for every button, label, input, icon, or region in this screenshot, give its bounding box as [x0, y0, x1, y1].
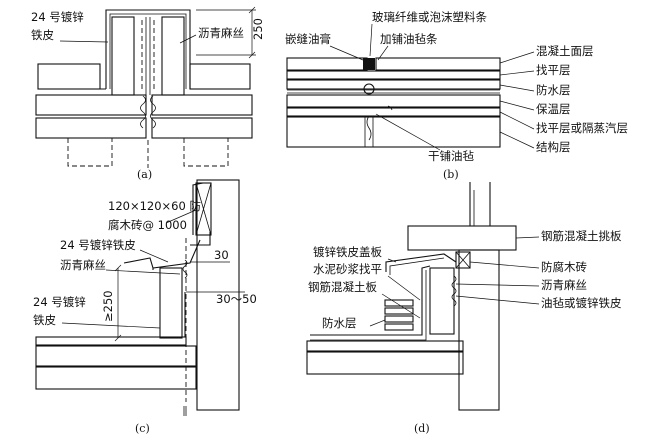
label-felt-galv-d: 油毡或镀锌铁皮: [541, 296, 622, 310]
galv-cover-d: [385, 253, 457, 272]
wood-brick-c: [195, 182, 212, 236]
felt-c: [35, 336, 187, 346]
sealant-block-b: [363, 58, 375, 70]
caption-d: (d): [414, 422, 430, 435]
slab-right-a: [189, 63, 251, 90]
upstand-right-a: [161, 16, 185, 96]
leveling-b: [286, 70, 501, 80]
label-jute-a: 沥青麻丝: [198, 26, 244, 40]
label-waterproof-d: 防水层: [322, 316, 357, 330]
insulation-c: [35, 345, 197, 367]
label-galv-c2-1: 24 号镀锌: [33, 295, 86, 309]
wall-d: [458, 249, 500, 411]
caption-a: (a): [137, 168, 152, 181]
label-concrete-surface-b: 混凝土面层: [536, 44, 594, 58]
leader-jute-a: [179, 34, 197, 44]
label-galv-a-1: 24 号镀锌: [31, 10, 84, 24]
dim-30-c: 30: [214, 248, 229, 262]
panel-d: 镀锌铁皮盖板 水泥砂浆找平 钢筋混凝土板 防水层 钢筋混凝土挑板 防腐木砖 沥青…: [306, 182, 622, 435]
dim-250-c: ≥250: [101, 290, 115, 322]
insulation-right-a: [151, 94, 253, 116]
mortar-d: [306, 340, 464, 352]
insulation-b: [286, 94, 501, 108]
panel-c: 30 30～50 ≥250 120×120×60 防 腐木砖@ 1000 24 …: [33, 179, 257, 435]
wall-c: [196, 179, 240, 411]
label-galv-c: 24 号镀锌铁皮: [60, 238, 136, 252]
label-cantilever-d: 钢筋混凝土挑板: [541, 229, 622, 243]
waterproof-b: [286, 79, 501, 90]
structure-right-a: [151, 117, 253, 139]
concrete-surface-left-b: [286, 57, 368, 71]
label-sealant-b: 嵌缝油膏: [285, 32, 331, 46]
label-wood-brick-d: 防腐木砖: [541, 260, 587, 274]
slab-c: [35, 366, 197, 390]
waterproof-membrane-d: [310, 265, 431, 336]
slab-left-a: [37, 63, 101, 90]
wood-brick-d: [455, 251, 471, 269]
cantilever-d: [407, 225, 517, 251]
insulation-d: [306, 351, 464, 375]
label-slab-d: 钢筋混凝土板: [308, 280, 377, 294]
label-cover-d: 镀锌铁皮盖板: [313, 245, 382, 259]
label-leveling-b: 找平层: [536, 63, 571, 77]
panel-b: 玻璃纤维或泡沫塑料条 嵌缝油膏 加铺油毡条 混凝土面层 找平层 防水层 保温层 …: [285, 10, 628, 181]
label-structure-b: 结构层: [536, 140, 571, 154]
label-dry-felt-b: 干铺油毡: [428, 149, 474, 163]
insulation-left-a: [35, 94, 147, 116]
joint-rod-b: [363, 83, 375, 95]
leveling-vapor-b: [286, 107, 501, 117]
label-leveling-vapor-b: 找平层或隔蒸汽层: [536, 121, 628, 135]
caption-c: (c): [135, 422, 150, 435]
panel-a: 250 24 号镀锌 铁皮 沥青麻丝 (a): [31, 6, 265, 181]
label-galv-a-2: 铁皮: [31, 28, 54, 42]
label-mortar-d: 水泥砂浆找平: [313, 262, 382, 276]
label-fiber-b: 玻璃纤维或泡沫塑料条: [372, 10, 487, 24]
label-jute-d: 沥青麻丝: [541, 278, 587, 292]
label-brick-c-2: 腐木砖@ 1000: [108, 218, 187, 232]
leader-galv-a: [59, 40, 109, 43]
structure-b: [286, 116, 501, 148]
upstand-c: [159, 267, 183, 339]
label-felt-strip-b: 加铺油毡条: [380, 32, 438, 46]
concrete-surface-right-b: [375, 57, 501, 71]
caption-b: (b): [443, 168, 459, 181]
structure-left-a: [35, 117, 147, 139]
label-jute-c: 沥青麻丝: [60, 258, 106, 272]
dim-250-a: 250: [251, 18, 265, 40]
label-galv-c2-2: 铁皮: [33, 313, 56, 327]
label-waterproof-b: 防水层: [536, 83, 571, 97]
dim-30-50-c: 30～50: [216, 292, 257, 306]
upstand-left-a: [111, 16, 135, 96]
label-brick-c-1: 120×120×60 防: [108, 199, 201, 213]
galv-cap-a: [105, 9, 191, 89]
label-insulation-b: 保温层: [536, 102, 571, 116]
upstand-d: [429, 267, 455, 335]
